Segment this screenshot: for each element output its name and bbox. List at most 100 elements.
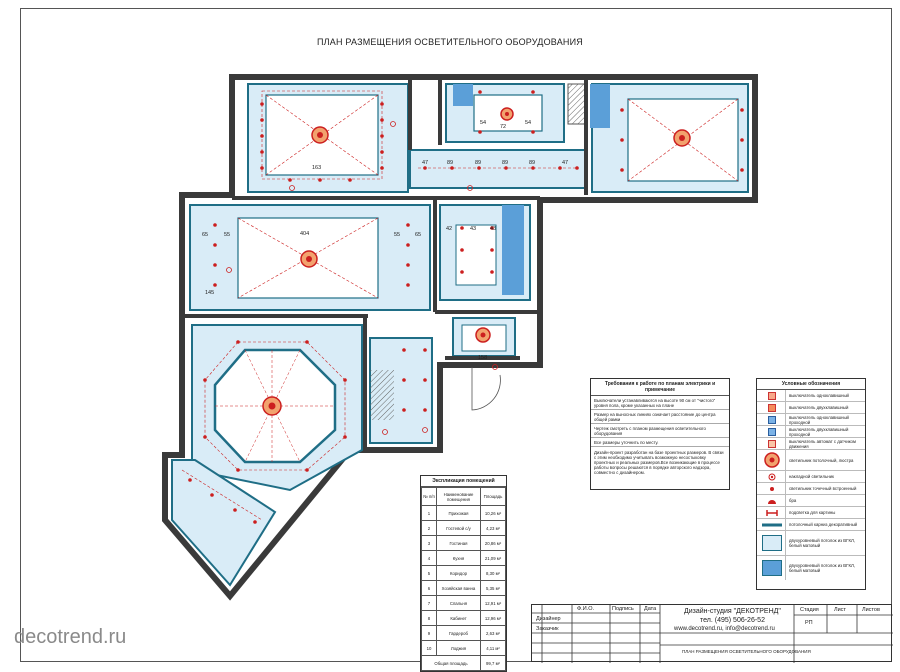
legend-row: накладной светильник bbox=[757, 471, 865, 483]
motion-switch-icon bbox=[768, 439, 776, 448]
requirement-item: Выключатели устанавливаются на высоте 90… bbox=[591, 396, 729, 410]
requirement-item: Все размеры уточнить по месту. bbox=[591, 438, 729, 447]
legend-row: выключатель автомат с датчиком движения bbox=[757, 438, 865, 450]
outer-walls bbox=[162, 74, 758, 601]
cabinet bbox=[590, 83, 749, 193]
dim-corridor-3: 89 bbox=[475, 160, 482, 166]
legend-title: Условные обозначения bbox=[757, 379, 865, 390]
switch-single-icon bbox=[768, 391, 776, 400]
legend-row: выключатель одноклавишный проходной bbox=[757, 414, 865, 426]
legend-row: выключатель одноклавишный bbox=[757, 390, 865, 402]
stamp-col-fio: Ф.И.О. bbox=[577, 606, 594, 612]
stamp-stage-label: Стадия bbox=[800, 607, 819, 613]
legend-row: светильник потолочный, люстра bbox=[757, 450, 865, 471]
chandelier-living bbox=[300, 250, 318, 268]
kitchen bbox=[445, 83, 565, 143]
rooms-explication-table: Экспликация помещений № п/п Наименование… bbox=[420, 475, 507, 672]
ceiling-light-fill-icon bbox=[762, 535, 782, 551]
dim-living-right-1: 55 bbox=[394, 232, 401, 238]
ceiling-blue-fill-icon bbox=[762, 560, 782, 576]
requirement-item: Размер на выносных линиях означает расст… bbox=[591, 410, 729, 424]
requirements-box: Требования к работе по планам электрики … bbox=[590, 378, 730, 490]
stamp-row-designer: Дизайнер bbox=[536, 616, 561, 622]
switch-double-icon bbox=[768, 403, 776, 412]
chandeliers bbox=[262, 107, 691, 416]
dim-corridor-2: 89 bbox=[447, 160, 454, 166]
requirements-note: Дизайн-проект разработан на базе проектн… bbox=[594, 450, 724, 475]
master-bathroom bbox=[369, 337, 433, 444]
title-block: Ф.И.О. Подпись Дата Дизайнер Заказчик Ди… bbox=[531, 604, 893, 663]
rooms-col-area: Площадь bbox=[480, 487, 506, 506]
chandelier-bedroom bbox=[311, 126, 329, 144]
switch-double-pass-icon bbox=[768, 427, 776, 436]
dim-kitchen-1: 54 bbox=[480, 120, 487, 126]
legend-row: подсветка для картины bbox=[757, 507, 865, 519]
entrance-door bbox=[471, 367, 501, 411]
dim-kitchen-2: 72 bbox=[500, 124, 507, 130]
hall bbox=[439, 204, 531, 301]
legend-box: Условные обозначения выключатель однокла… bbox=[756, 378, 866, 590]
dim-living-right-2: 65 bbox=[415, 232, 422, 238]
dim-corridor-6: 47 bbox=[562, 160, 569, 166]
chandelier-cabinet bbox=[673, 129, 691, 147]
dim-corridor-1: 47 bbox=[422, 160, 429, 166]
ceiling-cornice-icon bbox=[762, 523, 782, 526]
switch-single-pass-icon bbox=[768, 415, 776, 424]
sconce-icon bbox=[768, 499, 776, 504]
dim-living-bottom: 145 bbox=[205, 290, 215, 296]
stamp-sheets-label: Листов bbox=[862, 607, 880, 613]
dim-hall-2: 43 bbox=[470, 226, 477, 232]
legend-row: двухуровневый потолок из ВГКЛ, белый мат… bbox=[757, 531, 865, 556]
dim-hall-1: 42 bbox=[446, 226, 453, 232]
rooms-col-number: № п/п bbox=[421, 487, 437, 506]
partition-walls bbox=[185, 80, 588, 450]
stamp-studio: Дизайн-студия "ДЕКОТРЕНД" bbox=[684, 608, 781, 615]
stamp-sheet-label: Лист bbox=[834, 607, 846, 613]
loggia bbox=[171, 459, 277, 587]
dim-living-left-2: 55 bbox=[224, 232, 231, 238]
chandelier-bath bbox=[475, 327, 491, 343]
legend-row: двухуровневый потолок из ВГКЛ, белый мат… bbox=[757, 556, 865, 580]
dim-corridor-5: 89 bbox=[529, 160, 536, 166]
rooms-col-name: Наименование помещения bbox=[436, 487, 481, 506]
dim-hall-3: 43 bbox=[490, 226, 497, 232]
stamp-sheet-title: ПЛАН РАЗМЕЩЕНИЯ ОСВЕТИТЕЛЬНОГО ОБОРУДОВА… bbox=[682, 649, 811, 654]
drawing-title: ПЛАН РАЗМЕЩЕНИЯ ОСВЕТИТЕЛЬНОГО ОБОРУДОВА… bbox=[317, 37, 583, 47]
dim-bedroom-width: 163 bbox=[312, 165, 322, 171]
requirements-title: Требования к работе по планам электрики … bbox=[591, 379, 729, 396]
stamp-phone: тел. (495) 506-26-52 bbox=[700, 617, 765, 624]
legend-row: выключатель двухклавишный проходной bbox=[757, 426, 865, 438]
legend-row: бра bbox=[757, 495, 865, 507]
dim-living-width: 404 bbox=[300, 231, 310, 237]
stamp-stage-value: РП bbox=[805, 620, 813, 626]
title-block-grid bbox=[532, 605, 893, 663]
dim-bath-width: 158 bbox=[478, 355, 488, 361]
dim-kitchen-3: 54 bbox=[525, 120, 532, 126]
legend-row: светильник точечный встроенный bbox=[757, 483, 865, 495]
dim-corridor-4: 89 bbox=[502, 160, 509, 166]
stamp-col-date: Дата bbox=[644, 606, 657, 612]
ceiling-chandelier-icon bbox=[764, 452, 780, 468]
legend-row: потолочный карниз декоративный bbox=[757, 519, 865, 531]
stamp-web: www.decotrend.ru, info@decotrend.ru bbox=[674, 626, 775, 632]
spot-lights bbox=[188, 90, 744, 524]
stamp-col-sign: Подпись bbox=[612, 606, 634, 612]
legend-row: выключатель двухклавишный bbox=[757, 402, 865, 414]
dim-living-left-1: 65 bbox=[202, 232, 209, 238]
requirement-item: Чертеж смотреть с планом размещения осве… bbox=[591, 424, 729, 438]
rooms-title: Экспликация помещений bbox=[421, 476, 506, 487]
wall-switches bbox=[226, 121, 498, 435]
picture-light-icon bbox=[766, 509, 778, 516]
